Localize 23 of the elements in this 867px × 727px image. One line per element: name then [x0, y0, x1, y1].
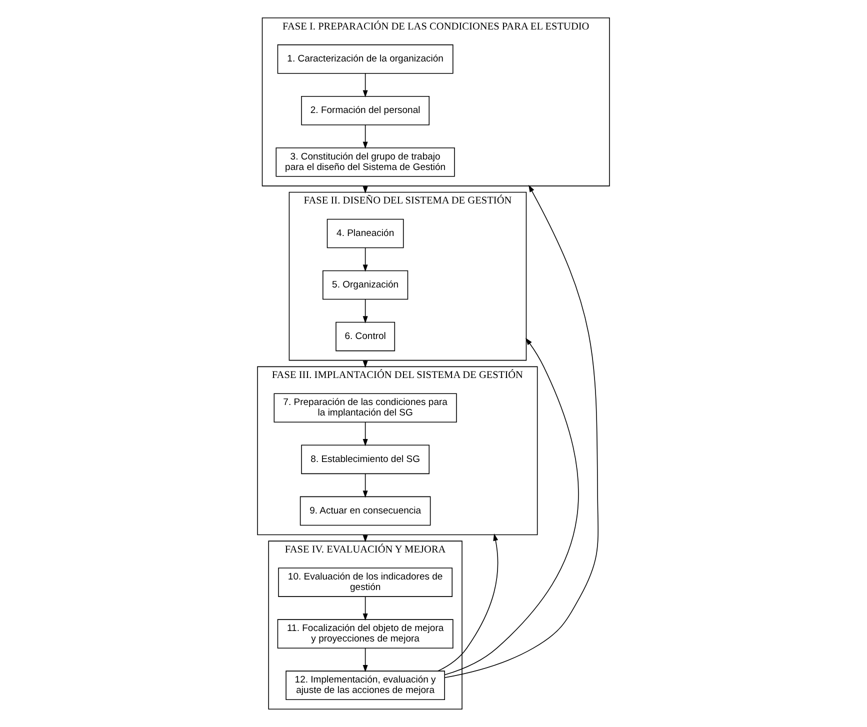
arrow [362, 648, 368, 672]
arrow [444, 184, 598, 678]
node-box: 6. Control [336, 322, 396, 352]
node-box: 4. Planeación [326, 218, 404, 248]
arrow [362, 422, 368, 446]
node-box: 12. Implementación, evaluación y ajuste de las acciones de mejora [286, 670, 445, 700]
node-box: 7. Preparación de las condiciones para la implantación del SG [274, 393, 457, 423]
arrow [362, 473, 368, 498]
arrow [437, 534, 498, 672]
arrow [362, 596, 368, 621]
node-box: 5. Organización [322, 270, 408, 300]
node-box: 11. Focalización del objeto de mejora y proyecciones de mejora [277, 619, 454, 648]
node-box: 9. Actuar en consecuencia [300, 496, 431, 526]
arrow [362, 124, 368, 149]
node-box: 1. Caracterización de la organización [277, 44, 454, 74]
arrow [362, 248, 368, 272]
node-box: 8. Establecimiento del SG [301, 444, 430, 474]
arrow [362, 73, 368, 98]
arrow [444, 338, 579, 676]
arrow [362, 299, 368, 324]
node-box: 3. Constitución del grupo de trabajo para el diseño del Sistema de Gestión [276, 147, 455, 177]
node-box: 2. Formación del personal [301, 96, 430, 126]
node-box: 10. Evaluación de los indicadores de gestión [278, 568, 453, 597]
